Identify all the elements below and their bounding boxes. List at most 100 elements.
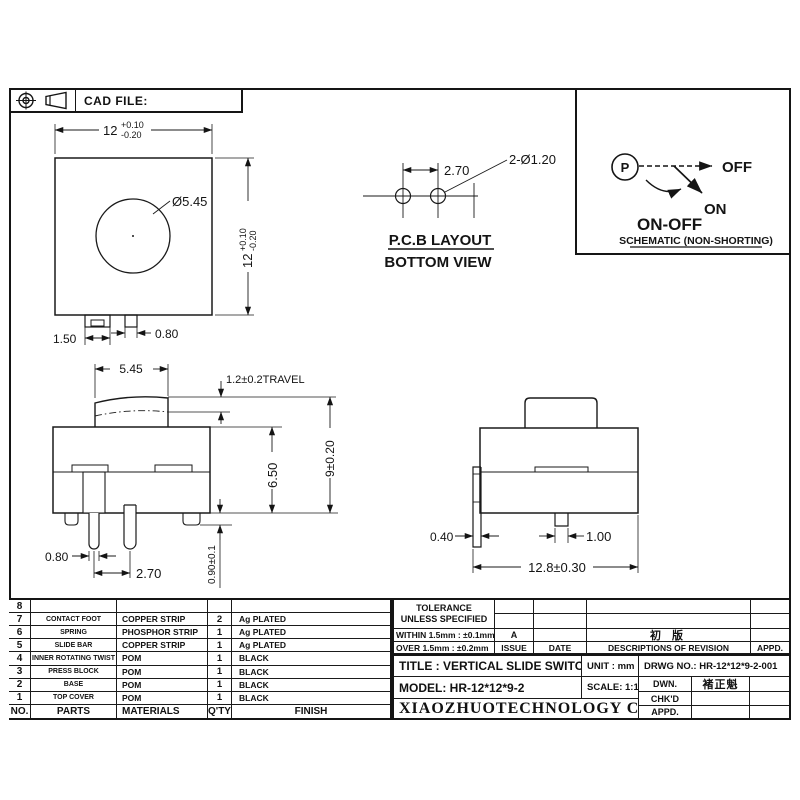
part-no: 3: [9, 665, 31, 679]
chkd-value: [692, 692, 750, 706]
part-qty: 1: [208, 639, 232, 653]
revision-empty-cell: [587, 614, 751, 629]
part-name: INNER ROTATING TWIST: [31, 652, 117, 666]
front-view: [54, 124, 254, 345]
revision-empty-cell: [534, 600, 587, 614]
schematic-on: ON: [704, 201, 727, 218]
revision-issue-value: A: [495, 629, 534, 642]
part-qty: 1: [208, 652, 232, 666]
dim-overall-width: 12.8±0.30: [528, 560, 586, 575]
part-name: BASE: [31, 678, 117, 692]
schematic-off: OFF: [722, 159, 752, 176]
part-qty: 2: [208, 613, 232, 627]
part-finish: BLACK: [232, 666, 390, 679]
revision-entry: 初 版: [587, 629, 751, 642]
part-finish: Ag PLATED: [232, 639, 390, 653]
revision-empty-cell: [495, 600, 534, 614]
revision-empty-cell: [495, 614, 534, 629]
schematic-name: ON-OFF: [637, 215, 702, 234]
part-finish: Ag PLATED: [232, 613, 390, 627]
side-view-left: [52, 364, 338, 588]
part-name: PRESS BLOCK: [31, 665, 117, 679]
schematic-caption: SCHEMATIC (NON-SHORTING): [619, 235, 773, 247]
part-no: 8: [9, 600, 31, 614]
part-no: 5: [9, 639, 31, 653]
part-name: SPRING: [31, 626, 117, 640]
part-no: 1: [9, 691, 31, 705]
part-finish: [232, 600, 390, 614]
part-name: [31, 600, 117, 614]
side-view-right: [455, 397, 639, 573]
pcb-title: P.C.B LAYOUT: [389, 232, 492, 249]
revision-appd-label: APPD.: [751, 642, 789, 654]
parts-header-no: NO.: [9, 704, 31, 718]
dim-button-width: 5.45: [119, 362, 143, 376]
part-finish: Ag PLATED: [232, 626, 390, 640]
drwg-no-cell: DRWG NO.: HR-12*12*9-2-001: [639, 654, 789, 677]
part-qty: 1: [208, 678, 232, 692]
dwn-extra: [750, 677, 789, 692]
part-material: POM: [117, 652, 208, 666]
part-finish: BLACK: [232, 692, 390, 705]
revision-empty-cell: [534, 614, 587, 629]
part-name: CONTACT FOOT: [31, 613, 117, 627]
dwn-label: DWN.: [639, 677, 692, 692]
parts-header-materials: MATERIALS: [117, 704, 208, 718]
part-material: [117, 600, 208, 614]
schematic-pole: P: [621, 160, 630, 175]
part-finish: BLACK: [232, 679, 390, 692]
revision-desc-label: DESCRIPTIONS OF REVISION: [587, 642, 751, 654]
parts-header-qty: Q'TY: [208, 704, 232, 718]
part-finish: BLACK: [232, 652, 390, 666]
dim-tab-width: 1.00: [586, 529, 611, 544]
parts-header-parts: PARTS: [31, 704, 117, 718]
part-qty: 1: [208, 626, 232, 640]
dim-front-height-plus: +0.10: [238, 228, 248, 251]
dim-front-height-minus: -0.20: [248, 230, 258, 251]
revision-date-value: [534, 629, 587, 642]
part-material: POM: [117, 691, 208, 705]
tolerance-header: TOLERANCE UNLESS SPECIFIED: [394, 600, 495, 629]
parts-table: 8 7 CONTACT FOOT COPPER STRIP 2 Ag PLATE…: [9, 598, 392, 720]
part-material: POM: [117, 678, 208, 692]
tolerance-line2: UNLESS SPECIFIED: [400, 614, 488, 624]
cad-file-block: CAD FILE:: [9, 88, 243, 113]
dwn-value: 褚正魁: [692, 677, 750, 692]
parts-header-finish: FINISH: [294, 705, 328, 717]
part-no: 2: [9, 678, 31, 692]
title-cell: TITLE : VERTICAL SLIDE SWITCH: [394, 654, 582, 677]
part-material: POM: [117, 665, 208, 679]
dim-pin-pitch: 2.70: [136, 566, 161, 581]
dim-total-height: 9±0.20: [323, 440, 337, 477]
part-material: COPPER STRIP: [117, 613, 208, 627]
revision-issue-label: ISSUE: [495, 642, 534, 654]
revision-date-label: DATE: [534, 642, 587, 654]
side-view-right-labels: 0.40 1.00 12.8±0.30: [430, 529, 611, 575]
appd-label: APPD.: [639, 706, 692, 718]
scale-cell: SCALE: 1:1: [582, 677, 639, 699]
appd-value: [692, 706, 750, 718]
pcb-subtitle: BOTTOM VIEW: [384, 254, 492, 271]
unit-cell: UNIT : mm: [582, 654, 639, 677]
dim-pin-width: 0.80: [45, 550, 69, 564]
side-view-left-labels: 5.45 1.2±0.2TRAVEL 6.50 9±0.20 0.80 2.70…: [45, 362, 337, 584]
part-no: 7: [9, 613, 31, 627]
part-material: PHOSPHOR STRIP: [117, 626, 208, 640]
part-qty: [208, 600, 232, 614]
dim-body-height: 6.50: [265, 463, 280, 488]
dim-travel: 1.2±0.2TRAVEL: [226, 374, 305, 386]
revision-appd-value: [751, 629, 789, 642]
cad-file-label: CAD FILE:: [84, 93, 148, 108]
schematic-labels: P OFF ON ON-OFF SCHEMATIC (NON-SHORTING): [619, 159, 773, 247]
front-view-labels: 12 +0.10 -0.20 12 +0.10 -0.20 Ø5.45 1.50…: [53, 120, 258, 346]
part-no: 6: [9, 626, 31, 640]
part-qty: 1: [208, 691, 232, 705]
dim-tab2-label: 0.80: [155, 327, 179, 341]
schematic-box: [575, 88, 791, 255]
dim-terminal-width: 0.40: [430, 530, 454, 544]
appd-extra: [750, 706, 789, 718]
part-name: SLIDE BAR: [31, 639, 117, 653]
tolerance-within: WITHIN 1.5mm : ±0.1mm: [394, 629, 495, 642]
